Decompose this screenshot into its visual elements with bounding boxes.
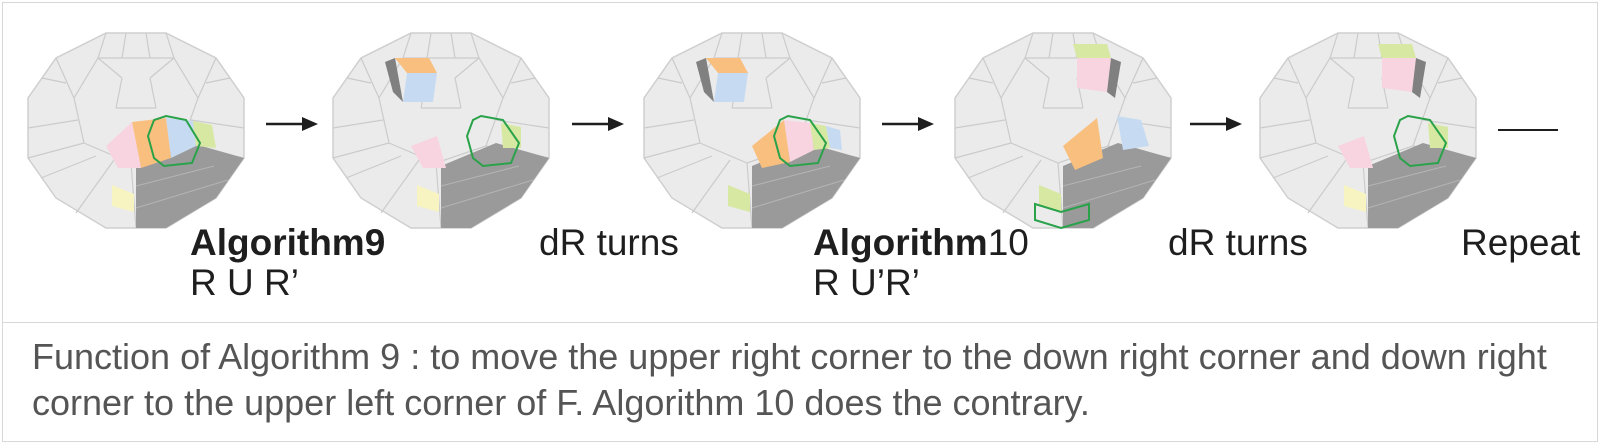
sticker-orange	[1063, 118, 1103, 170]
sticker-green-low	[728, 185, 750, 212]
sticker-pink-top	[1382, 58, 1416, 92]
sticker-yellow	[1344, 185, 1366, 212]
sticker-yellow	[112, 185, 134, 212]
sticker-pink	[106, 122, 141, 168]
highlight-outline	[1034, 202, 1090, 230]
sticker-blue	[1117, 116, 1149, 150]
step5-title: Repeat	[1461, 222, 1581, 263]
sticker-pink	[411, 136, 446, 168]
sticker-green-top	[1073, 44, 1111, 58]
sticker-orange	[132, 118, 171, 168]
sticker-blue	[403, 73, 437, 102]
highlight-outline	[1392, 114, 1448, 168]
sticker-blue	[166, 118, 196, 158]
sticker-gray	[1412, 58, 1426, 98]
sticker-green	[501, 123, 521, 148]
sticker-blue-top	[714, 73, 748, 102]
arrow-1	[266, 117, 318, 131]
step3-title: Algorithm10	[813, 222, 1029, 263]
sticker-gray	[1107, 58, 1121, 98]
sticker-gray	[385, 58, 403, 102]
sticker-blue	[826, 126, 842, 150]
sticker-orange	[752, 120, 790, 168]
highlight-outline	[772, 114, 828, 168]
step1-title: Algorithm9	[190, 222, 386, 263]
arrow-4	[1190, 117, 1242, 131]
sticker-yellow	[417, 185, 439, 212]
arrow-3	[882, 117, 934, 131]
puzzle-state-2	[332, 32, 550, 229]
sticker-orange	[395, 58, 437, 73]
puzzle-state-1	[27, 32, 245, 229]
caption-divider	[2, 322, 1598, 323]
step2-title: dR turns	[539, 222, 679, 263]
highlight-outline	[465, 114, 521, 168]
puzzle-state-4	[954, 32, 1172, 230]
sticker-gray	[696, 58, 714, 102]
puzzle-state-3	[643, 32, 861, 229]
sticker-green-low	[1039, 185, 1061, 212]
sticker-green	[1428, 123, 1448, 148]
sticker-pink-top	[1077, 58, 1111, 92]
puzzle-state-5	[1259, 32, 1477, 229]
diagram-svg	[27, 32, 1558, 230]
highlight-outline	[146, 114, 202, 168]
diagram-stage	[27, 32, 1558, 230]
sticker-orange-top	[706, 58, 748, 73]
sticker-pink	[1338, 136, 1373, 168]
sticker-green-top	[1378, 44, 1416, 58]
step4-title: dR turns	[1168, 222, 1308, 263]
arrow-2	[572, 117, 624, 131]
step1-moves: R U R’	[190, 262, 299, 303]
sticker-pink	[784, 120, 814, 162]
step3-moves: R U’R’	[813, 262, 920, 303]
figure-caption: Function of Algorithm 9 : to move the up…	[32, 336, 1547, 423]
